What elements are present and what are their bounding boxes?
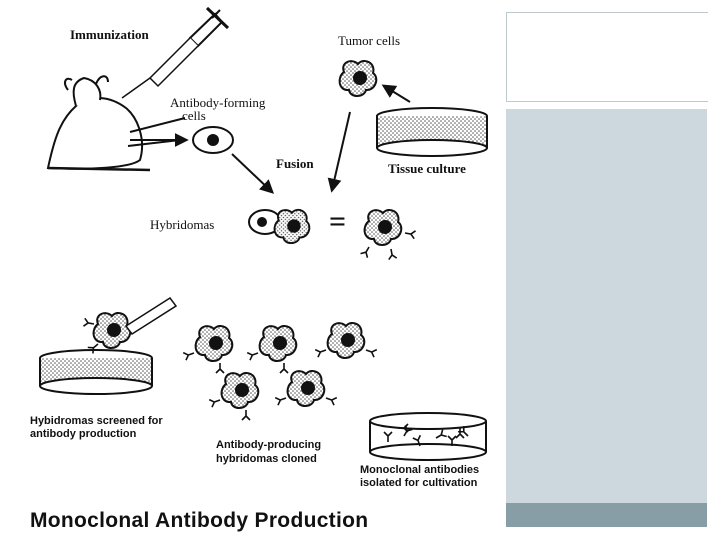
right-accent-bar (506, 503, 707, 527)
label-tissue-culture: Tissue culture (388, 161, 466, 176)
antibody-forming-cell (192, 126, 234, 154)
antibody-dish (369, 412, 487, 461)
label-antibody-producing: Antibody-producing (216, 439, 322, 451)
label-hybridomas-cloned: hybridomas cloned (216, 453, 317, 465)
label-hybridomas: Hybridomas (150, 217, 215, 232)
tissue-culture-dish (376, 107, 488, 157)
label-antibody-forming: Antibody-forming (170, 95, 266, 110)
label-isolated-cultivation: isolated for cultivation (360, 477, 478, 489)
arrow-culture-to-tumor (381, 84, 411, 103)
syringe-icon (121, 6, 230, 99)
tumor-cell (338, 59, 378, 97)
mouse-icon (46, 75, 186, 172)
top-right-frame (506, 12, 708, 102)
label-fusion: Fusion (276, 156, 314, 171)
label-screened: Hybidromas screened for (30, 415, 163, 427)
arrow-tumor-to-fusion (327, 111, 351, 193)
screening-dish (39, 296, 178, 395)
hybridoma-cell (248, 208, 311, 245)
hybridoma-result (359, 208, 417, 261)
label-immunization: Immunization (70, 27, 149, 42)
label-screened-production: antibody production (30, 428, 137, 440)
label-antibody-forming-cells: cells (182, 108, 206, 123)
label-monoclonal-antibodies: Monoclonal antibodies (360, 464, 480, 476)
cloned-hybridomas (182, 321, 378, 421)
equals-sign: = (329, 205, 347, 238)
page-title: Monoclonal Antibody Production (30, 509, 369, 532)
label-tumor-cells: Tumor cells (338, 33, 400, 48)
right-gray-panel (506, 109, 707, 503)
arrow-cell-to-fusion (231, 153, 275, 194)
